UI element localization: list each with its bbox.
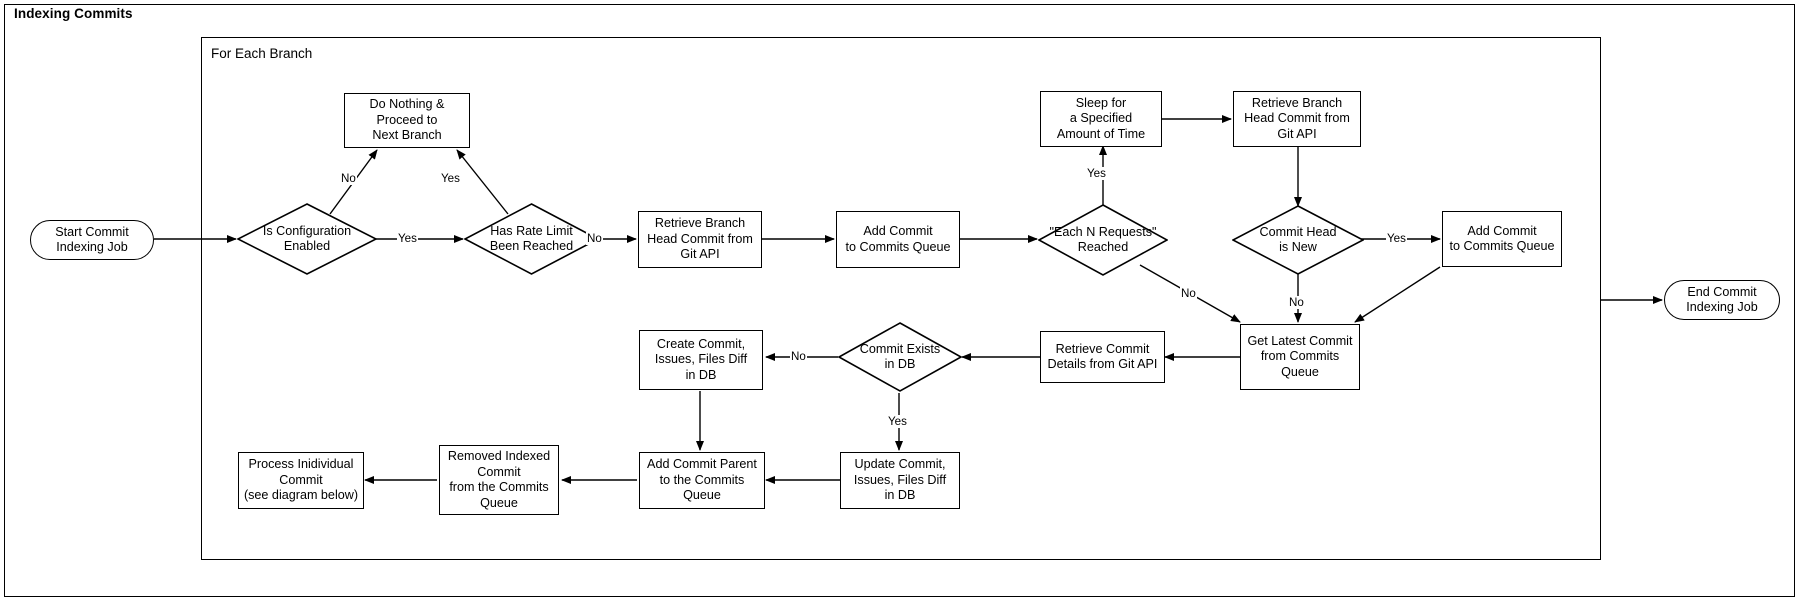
node-label: Retrieve Branch Head Commit from Git API: [1244, 95, 1350, 141]
node-label: Create Commit, Issues, Files Diff in DB: [654, 336, 748, 382]
page-title: Indexing Commits: [14, 6, 133, 21]
node-commit-exists-in-db[interactable]: Commit Exists in DB: [838, 322, 962, 392]
node-do-nothing-proceed-next-branch[interactable]: Do Nothing & Proceed to Next Branch: [344, 93, 470, 148]
node-sleep-for-specified-amount-of-time[interactable]: Sleep for a Specified Amount of Time: [1040, 91, 1162, 147]
node-label: Commit Exists in DB: [859, 341, 941, 372]
edge-label-eachn-no: No: [1180, 287, 1197, 300]
node-get-latest-commit-from-commits-queue[interactable]: Get Latest Commit from Commits Queue: [1240, 324, 1360, 390]
node-label: Retrieve Branch Head Commit from Git API: [647, 216, 753, 262]
node-create-commit-issues-files-diff-in-db[interactable]: Create Commit, Issues, Files Diff in DB: [639, 330, 763, 390]
diamond-shape: [1038, 204, 1168, 276]
edge-label-ratelimit-yes: Yes: [440, 172, 461, 185]
for-each-branch-title: For Each Branch: [211, 46, 313, 61]
node-label: Sleep for a Specified Amount of Time: [1056, 95, 1146, 141]
for-each-branch-container: [201, 37, 1601, 560]
node-start-commit-indexing-job[interactable]: Start Commit Indexing Job: [30, 220, 154, 260]
node-is-configuration-enabled[interactable]: Is Configuration Enabled: [237, 203, 377, 275]
edge-label-config-yes: Yes: [397, 232, 418, 245]
node-commit-head-is-new[interactable]: Commit Head is New: [1232, 205, 1364, 275]
node-label: Removed Indexed Commit from the Commits …: [447, 449, 551, 510]
node-retrieve-commit-details-from-git-api[interactable]: Retrieve Commit Details from Git API: [1040, 331, 1165, 383]
node-label: Process Inidividual Commit (see diagram …: [243, 457, 359, 503]
node-add-commit-to-commits-queue-1[interactable]: Add Commit to Commits Queue: [836, 211, 960, 268]
node-label: Update Commit, Issues, Files Diff in DB: [853, 457, 947, 503]
node-each-n-requests-reached[interactable]: "Each N Requests" Reached: [1038, 204, 1168, 276]
edge-label-exists-no: No: [790, 350, 807, 363]
diamond-shape: [838, 322, 962, 392]
node-label: Has Rate Limit Been Reached: [489, 223, 574, 254]
node-label: Do Nothing & Proceed to Next Branch: [369, 97, 445, 143]
diamond-shape: [464, 203, 599, 275]
node-update-commit-issues-files-diff-in-db[interactable]: Update Commit, Issues, Files Diff in DB: [840, 452, 960, 509]
edge-label-ratelimit-no: No: [586, 232, 603, 245]
node-label: Add Commit to Commits Queue: [845, 224, 951, 254]
diamond-shape: [237, 203, 377, 275]
node-retrieve-branch-head-commit-git-api-2[interactable]: Retrieve Branch Head Commit from Git API: [1233, 91, 1361, 147]
node-label: Add Commit to Commits Queue: [1449, 223, 1555, 254]
node-label: Is Configuration Enabled: [262, 223, 352, 254]
node-retrieve-branch-head-commit-git-api-1[interactable]: Retrieve Branch Head Commit from Git API: [638, 211, 762, 268]
edge-label-eachn-yes: Yes: [1086, 167, 1107, 180]
node-label: Add Commit Parent to the Commits Queue: [647, 457, 757, 503]
node-label: Commit Head is New: [1259, 224, 1337, 255]
edge-label-head-new-no: No: [1288, 296, 1305, 309]
node-label: Start Commit Indexing Job: [55, 224, 129, 255]
edge-label-exists-yes: Yes: [887, 415, 908, 428]
edge-label-config-no: No: [340, 172, 357, 185]
node-process-individual-commit[interactable]: Process Inidividual Commit (see diagram …: [238, 452, 364, 509]
diamond-shape: [1232, 205, 1364, 275]
node-add-commit-parent-to-commits-queue[interactable]: Add Commit Parent to the Commits Queue: [639, 452, 765, 509]
node-label: Retrieve Commit Details from Git API: [1047, 341, 1158, 372]
node-label: Get Latest Commit from Commits Queue: [1247, 333, 1353, 379]
edge-label-head-new-yes: Yes: [1386, 232, 1407, 245]
outer-frame: [4, 4, 1795, 597]
node-label: End Commit Indexing Job: [1686, 284, 1758, 315]
node-add-commit-to-commits-queue-2[interactable]: Add Commit to Commits Queue: [1442, 211, 1562, 267]
node-removed-indexed-commit-from-commits-queue[interactable]: Removed Indexed Commit from the Commits …: [439, 445, 559, 515]
node-end-commit-indexing-job[interactable]: End Commit Indexing Job: [1664, 280, 1780, 320]
node-label: "Each N Requests" Reached: [1049, 224, 1157, 255]
node-has-rate-limit-been-reached[interactable]: Has Rate Limit Been Reached: [464, 203, 599, 275]
